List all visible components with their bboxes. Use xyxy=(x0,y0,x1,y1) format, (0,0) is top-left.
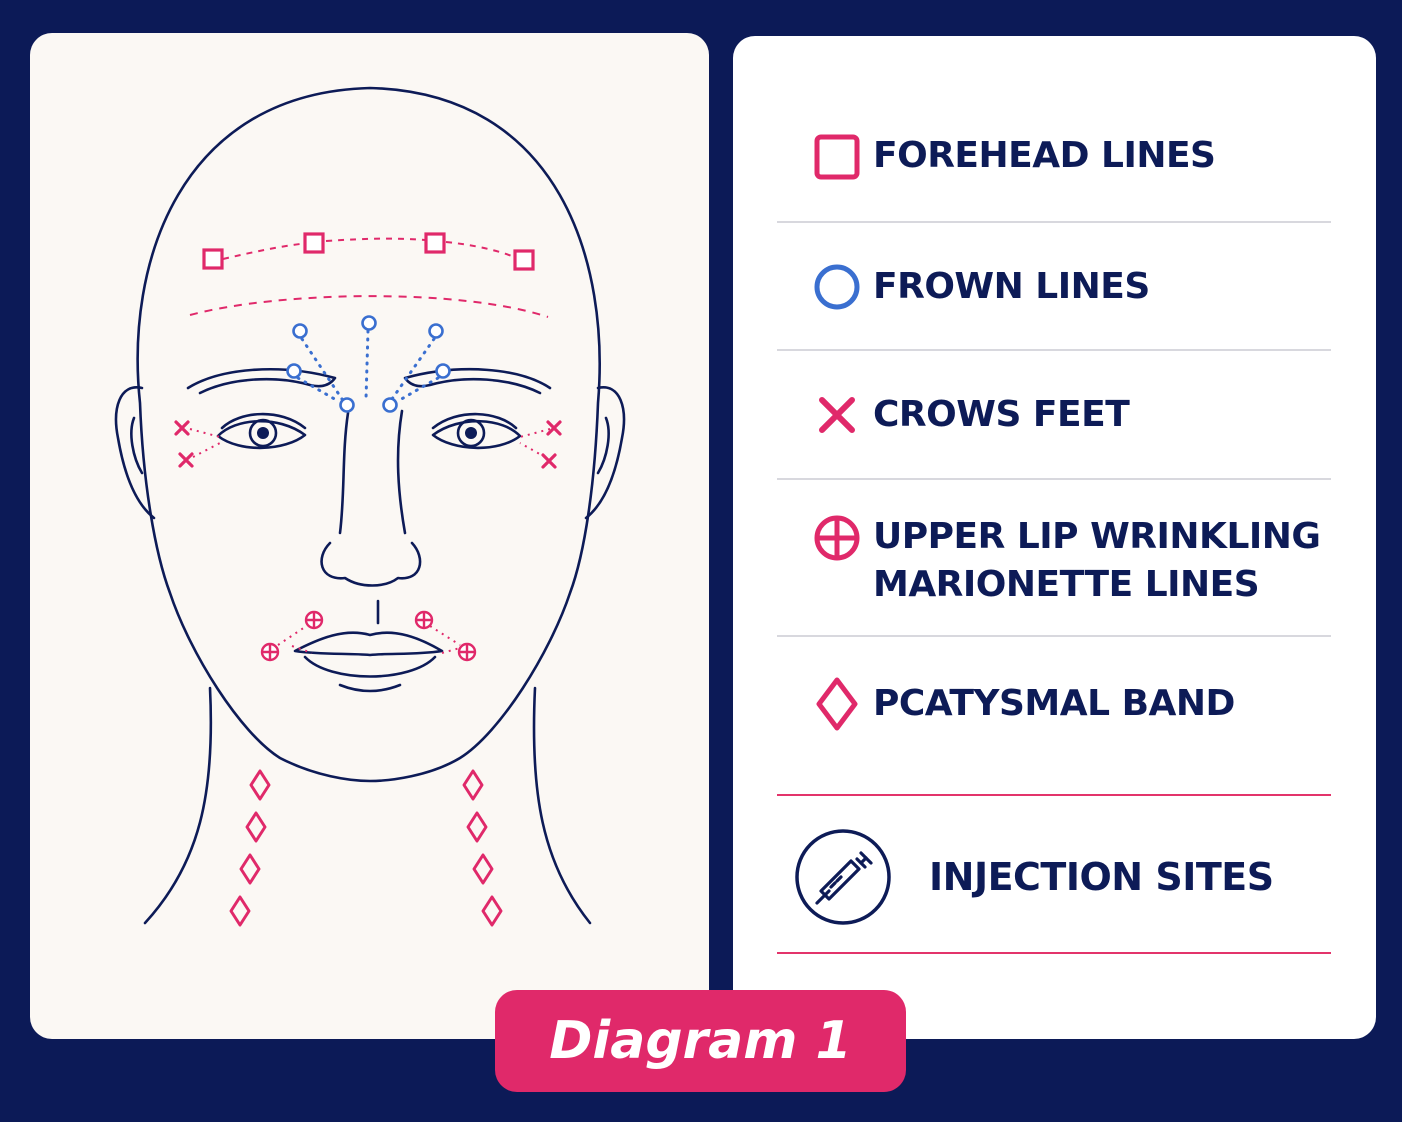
frown-marker xyxy=(435,363,451,379)
nose-bridge-right xyxy=(396,409,407,535)
platysma-marker xyxy=(245,811,267,843)
lip-marker xyxy=(260,642,280,662)
legend-divider xyxy=(777,635,1331,637)
legend-label: FROWN LINES xyxy=(873,266,1150,307)
lower-lip xyxy=(303,655,437,678)
face-diagram-panel xyxy=(30,33,709,1039)
forehead-marker xyxy=(202,248,224,270)
platysma-marker xyxy=(249,769,271,801)
legend-divider-pink xyxy=(777,794,1331,796)
neck-left xyxy=(143,686,213,925)
diagram-title-badge: Diagram 1 xyxy=(495,990,906,1092)
legend-label: FOREHEAD LINES xyxy=(873,135,1216,176)
platysma-marker xyxy=(462,769,484,801)
circle-icon xyxy=(812,262,862,312)
square-icon xyxy=(812,132,862,182)
legend-label: CROWS FEET xyxy=(873,394,1130,435)
x-icon xyxy=(812,390,862,440)
frown-marker xyxy=(382,397,398,413)
legend-label: PCATYSMAL BAND xyxy=(873,683,1235,724)
crows-feet-marker xyxy=(546,420,562,436)
head-outline xyxy=(136,86,601,783)
forehead-marker xyxy=(303,232,325,254)
platysma-marker xyxy=(466,811,488,843)
left-ear xyxy=(114,386,156,520)
right-eyebrow xyxy=(403,367,552,395)
injection-sites-label: INJECTION SITES xyxy=(929,855,1274,899)
platysma-marker xyxy=(481,895,503,927)
frown-marker xyxy=(292,323,308,339)
crows-feet-marker xyxy=(541,453,557,469)
legend-panel: FOREHEAD LINES FROWN LINES CROWS FEET UP… xyxy=(733,36,1376,1039)
lip-marker xyxy=(457,642,477,662)
frown-marker xyxy=(339,397,355,413)
legend-divider xyxy=(777,349,1331,351)
right-ear xyxy=(584,386,626,520)
legend-divider xyxy=(777,221,1331,223)
crosshair-circle-icon xyxy=(812,513,862,563)
frown-marker xyxy=(286,363,302,379)
nose-tip xyxy=(320,541,422,587)
frown-marker xyxy=(428,323,444,339)
right-eye xyxy=(431,419,522,450)
diamond-icon xyxy=(812,676,862,732)
legend-label: UPPER LIP WRINKLING xyxy=(873,516,1321,557)
left-eye xyxy=(216,419,307,450)
upper-lip xyxy=(293,631,444,657)
forehead-marker xyxy=(424,232,446,254)
platysma-marker xyxy=(229,895,251,927)
face-illustration xyxy=(114,86,626,927)
neck-right xyxy=(532,686,592,925)
legend-divider xyxy=(777,478,1331,480)
forehead-marker xyxy=(513,249,535,271)
frown-marker xyxy=(361,315,377,331)
lip-marker xyxy=(414,610,434,630)
platysma-marker xyxy=(239,853,261,885)
platysma-marker xyxy=(472,853,494,885)
lip-marker xyxy=(304,610,324,630)
legend-divider-pink xyxy=(777,952,1331,954)
legend-label-secondary: MARIONETTE LINES xyxy=(873,564,1260,605)
diagram-title: Diagram 1 xyxy=(549,1011,852,1071)
syringe-icon xyxy=(795,829,891,925)
crows-feet-marker xyxy=(178,452,194,468)
left-eyebrow xyxy=(186,367,337,395)
nose-bridge-left xyxy=(338,411,350,535)
crows-feet-marker xyxy=(174,420,190,436)
